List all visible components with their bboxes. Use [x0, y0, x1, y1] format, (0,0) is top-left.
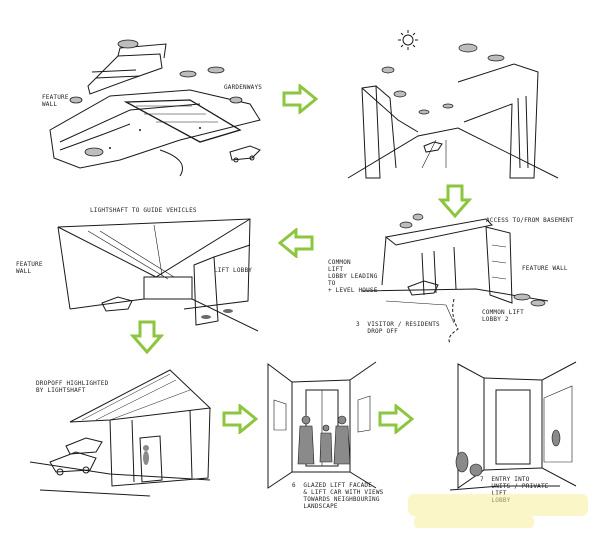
note-lightshaft: LIGHTSHAFT TO GUIDE VEHICLES [90, 207, 197, 214]
note-feature-wall-1: FEATURE WALL [42, 94, 69, 108]
note-dropoff-highlighted: DROPOFF HIGHLIGHTED BY LIGHTSHAFT [36, 380, 109, 394]
arrow-left-icon [278, 228, 314, 258]
note-gardenways: GARDENWAYS [224, 84, 263, 91]
sketch-panel-6: 6 GLAZED LIFT FACADE & LIFT CAR WITH VIE… [262, 360, 384, 520]
glazed-lift-sketch [267, 361, 377, 489]
drop-off-sketch [361, 213, 549, 344]
arrow-right-icon [378, 404, 414, 434]
aerial-garden-sketch [49, 39, 261, 177]
watermark-logo [408, 494, 588, 528]
arrow-down-icon [130, 320, 164, 354]
dropoff-lightshaft-sketch [30, 369, 212, 497]
lightshaft-interior-sketch [57, 218, 259, 332]
note-glazed-lift: 6 GLAZED LIFT FACADE & LIFT CAR WITH VIE… [292, 482, 384, 510]
sketch-panel-2 [338, 28, 568, 188]
note-access-basement: ACCESS TO/FROM BASEMENT [486, 217, 574, 224]
arrow-down-icon [438, 184, 472, 218]
sun-icon [402, 34, 414, 46]
sketch-panel-1: FEATURE WALL GARDENWAYS [40, 30, 280, 180]
note-feature-wall-4: FEATURE WALL [522, 265, 568, 272]
street-canyon-sketch [347, 30, 559, 179]
entry-units-sketch [449, 361, 577, 491]
sketch-panel-7: 7 ENTRY INTO UNITS / PRIVATE LIFT LOBBY [440, 358, 590, 518]
note-common-lift: COMMON LIFT LOBBY LEADING TO + LEVEL HOU… [328, 259, 378, 294]
note-visitor-dropoff: 3 VISITOR / RESIDENTS DROP OFF [356, 321, 440, 335]
sketch-panel-3: LIGHTSHAFT TO GUIDE VEHICLES FEATURE WAL… [14, 205, 274, 335]
arrow-right-icon [222, 404, 258, 434]
sketch-panel-5: DROPOFF HIGHLIGHTED BY LIGHTSHAFT [30, 362, 220, 502]
note-lift-lobby-2: COMMON LIFT LOBBY 2 [482, 309, 524, 323]
note-feature-wall-3: FEATURE WALL [16, 261, 43, 275]
sketch-panel-4: ACCESS TO/FROM BASEMENT COMMON LIFT LOBB… [326, 205, 576, 345]
note-lift-lobby: LIFT LOBBY [214, 267, 253, 274]
arrow-right-icon [282, 84, 318, 114]
